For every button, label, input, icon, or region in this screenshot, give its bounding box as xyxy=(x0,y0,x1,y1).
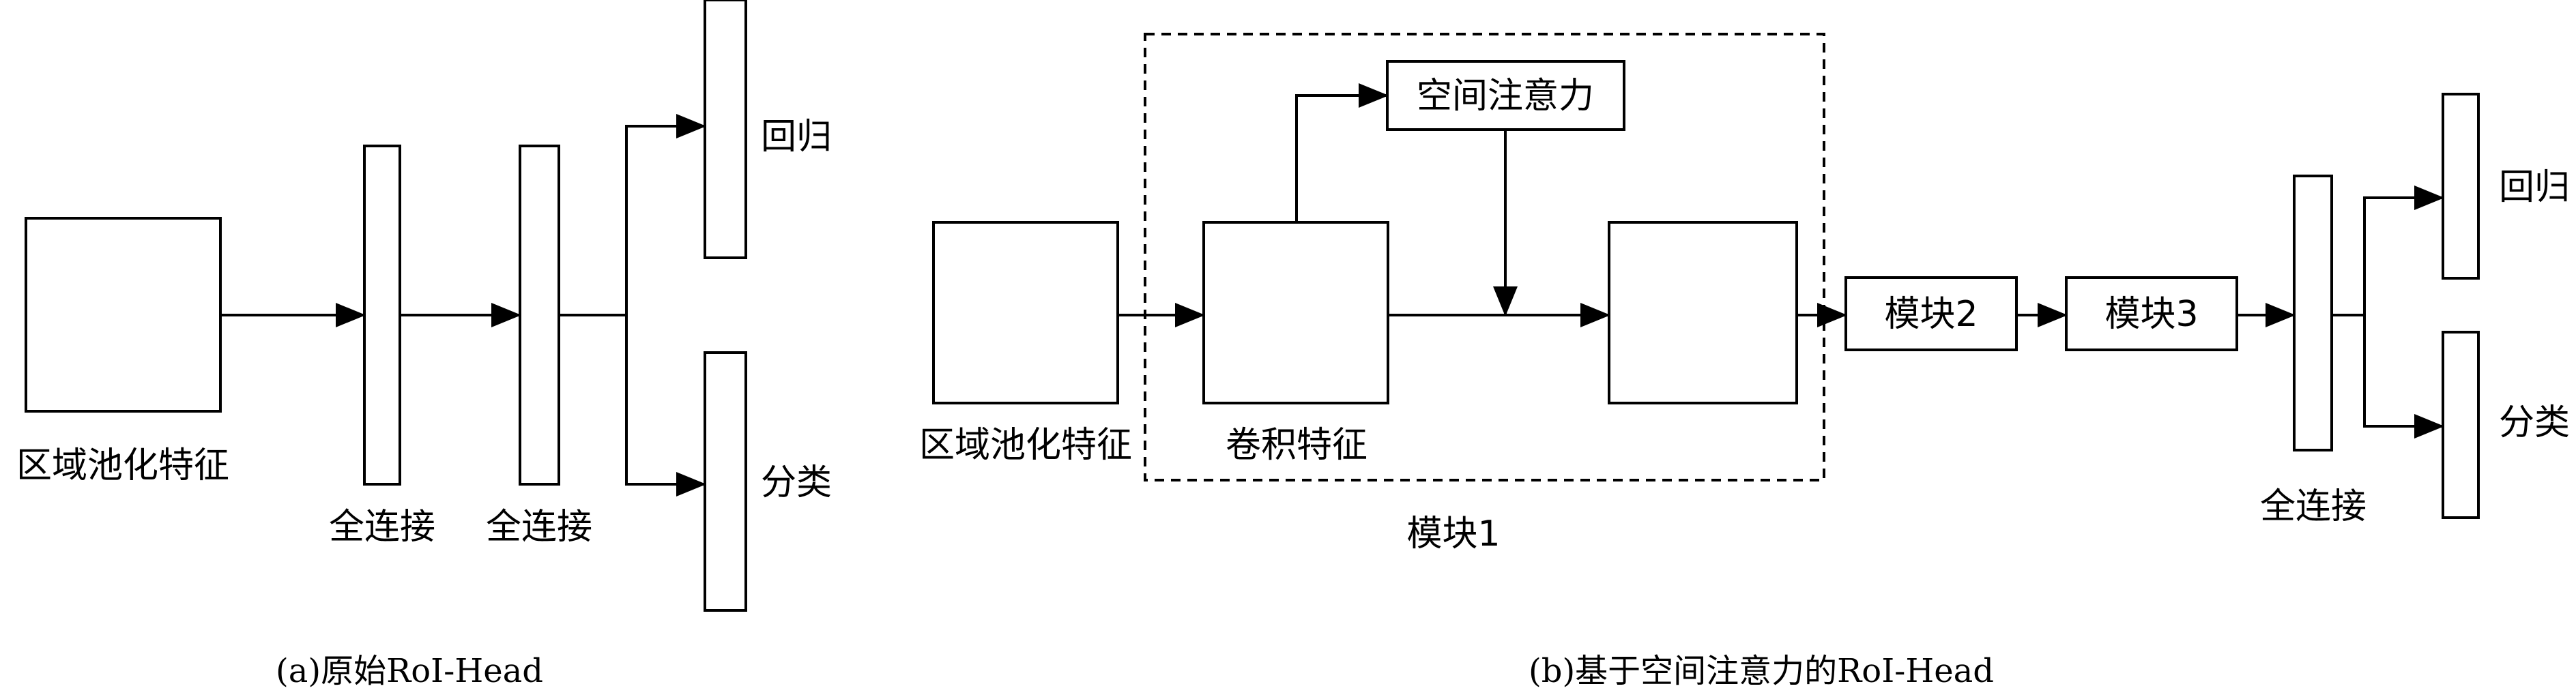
classification-label: 分类 xyxy=(761,462,832,503)
roi-pooled-feature-label-b: 区域池化特征 xyxy=(919,425,1132,466)
module3-label: 模块3 xyxy=(2104,294,2198,335)
caption-a: (a)原始RoI-Head xyxy=(276,652,543,690)
classification-box-b xyxy=(2442,331,2480,519)
classification-label-b: 分类 xyxy=(2499,402,2570,443)
arrow-to-regression xyxy=(625,114,706,315)
regression-box xyxy=(704,0,747,259)
module1-frame xyxy=(1144,33,1825,481)
module2-label: 模块2 xyxy=(1884,294,1978,335)
attended-feature-box xyxy=(1608,221,1798,404)
arrow-to-regression-b xyxy=(2363,186,2444,315)
roi-pooled-feature-box xyxy=(25,217,222,413)
fc-box-b xyxy=(2293,175,2333,451)
arrow-to-classification xyxy=(625,315,706,496)
module1-label: 模块1 xyxy=(1406,514,1500,554)
conv-feature-box xyxy=(1202,221,1389,404)
spatial-attention-label: 空间注意力 xyxy=(1417,76,1594,117)
roi-pooled-feature-box-b xyxy=(932,221,1119,404)
module3-box xyxy=(2065,276,2238,351)
arrow-conv-to-attention xyxy=(1295,83,1389,222)
spatial-attention-roi-head: 区域池化特征 模块1 卷积特征 空间注意力 模块2 模块3 全连接 回归 分类 … xyxy=(919,33,2570,690)
roi-pooled-feature-label: 区域池化特征 xyxy=(16,445,229,486)
classification-box xyxy=(704,351,747,612)
caption-b: (b)基于空间注意力的RoI-Head xyxy=(1529,652,1994,690)
arrow-to-classification-b xyxy=(2363,315,2444,439)
conv-feature-label: 卷积特征 xyxy=(1226,425,1367,466)
fc1-label: 全连接 xyxy=(329,507,435,548)
regression-label: 回归 xyxy=(761,117,832,158)
regression-label-b: 回归 xyxy=(2499,167,2570,208)
fc1-box xyxy=(363,145,401,486)
fc-label-b: 全连接 xyxy=(2260,486,2367,527)
fc2-box xyxy=(519,145,560,486)
module2-box xyxy=(1844,276,2018,351)
spatial-attention-box xyxy=(1386,60,1625,131)
fc2-label: 全连接 xyxy=(486,507,592,548)
original-roi-head: 区域池化特征 全连接 全连接 回归 分类 (a)原始RoI-Head xyxy=(16,0,832,690)
regression-box-b xyxy=(2442,93,2480,280)
